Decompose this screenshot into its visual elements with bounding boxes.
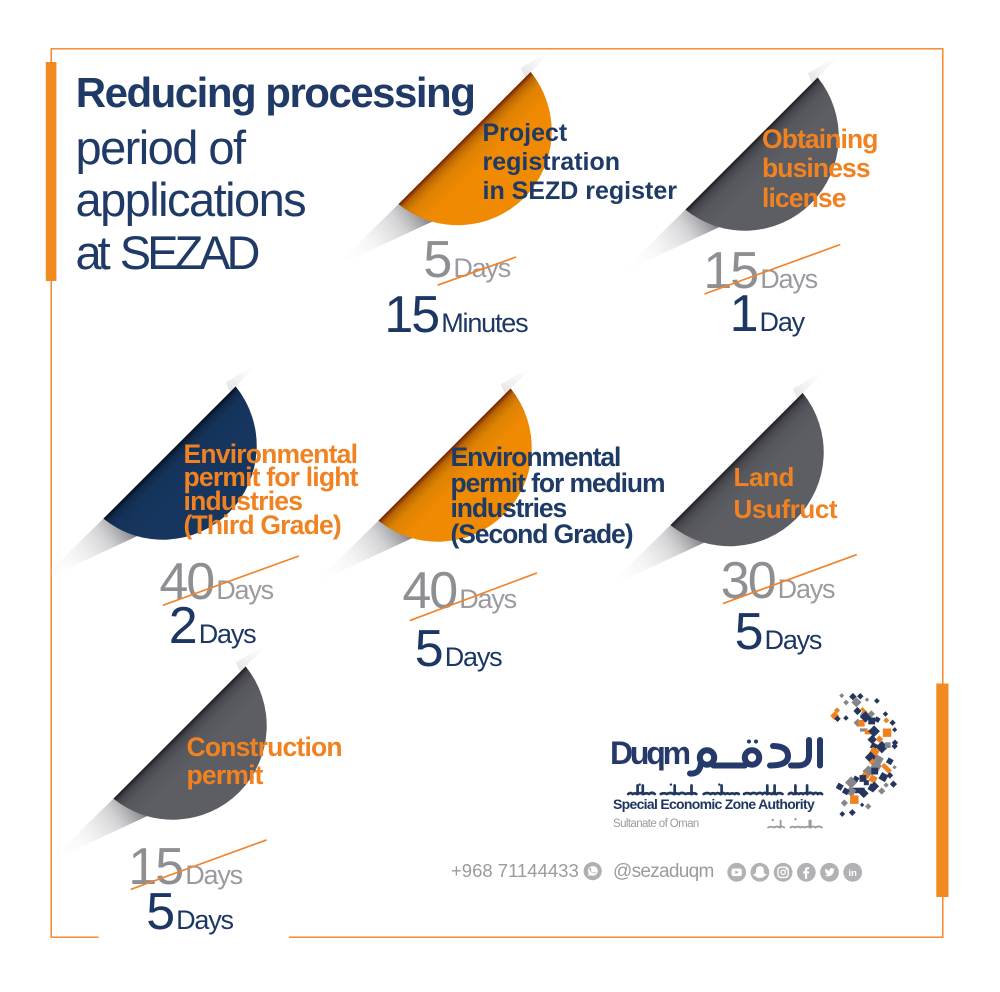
svg-text:in: in xyxy=(848,868,857,879)
